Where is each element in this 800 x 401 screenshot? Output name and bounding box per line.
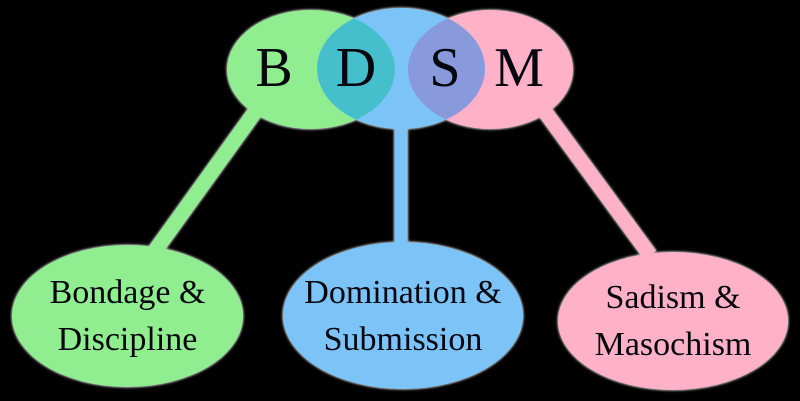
venn-ellipse-blue — [317, 8, 485, 129]
bubble-domination-submission: Domination & Submission — [283, 242, 523, 389]
bubble-text-line1: Bondage & — [49, 274, 206, 311]
letter-d: D — [335, 36, 377, 99]
bubble-sadism-masochism: Sadism & Masochism — [558, 252, 788, 390]
bubble-text-line2: Discipline — [57, 321, 198, 358]
bubble-text-line1: Sadism & — [605, 279, 741, 316]
connector-line-sadism — [533, 100, 657, 260]
bubble-text-line2: Masochism — [594, 326, 752, 363]
bubble-text-line2: Submission — [323, 320, 483, 358]
letter-s: S — [429, 36, 461, 99]
letter-b: B — [255, 36, 293, 99]
bubble-text-line1: Domination & — [304, 273, 502, 311]
connector-line-bondage — [145, 100, 267, 260]
letter-m: M — [494, 36, 544, 99]
bubble-bondage-discipline: Bondage & Discipline — [12, 245, 243, 387]
